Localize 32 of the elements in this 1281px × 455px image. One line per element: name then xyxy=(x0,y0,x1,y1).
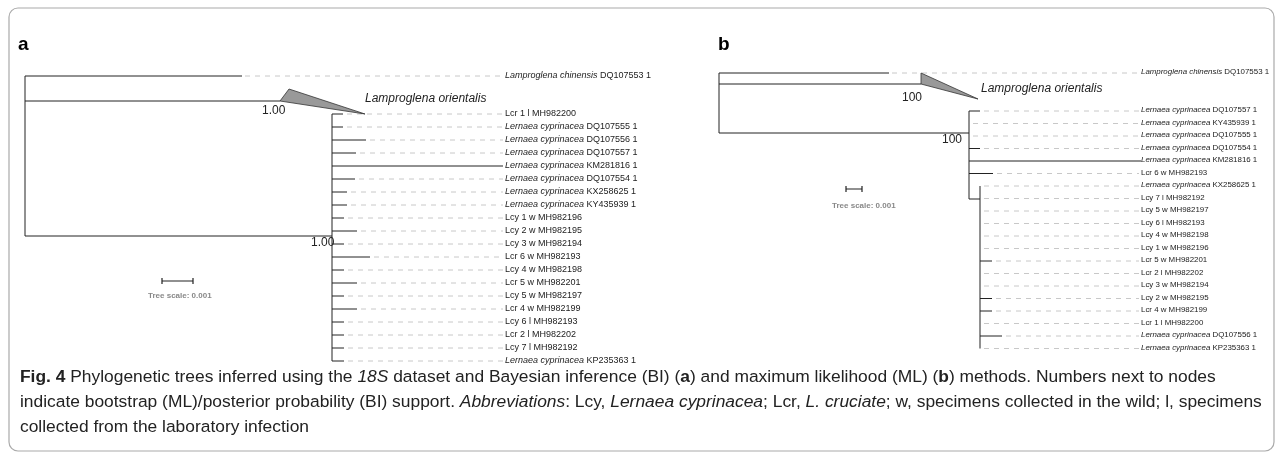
taxon-label: Lernaea cyprinacea DQ107556 1 xyxy=(505,135,638,144)
panel-label: a xyxy=(18,34,29,53)
taxon-label: Lcy 2 w MH982195 xyxy=(505,226,583,235)
figure-caption: Fig. 4 Phylogenetic trees inferred using the 18S dataset and Bayesian inference (BI) (a) and maximum likelihood (ML) (b) methods. Numbers next to nodes indicate bootstrap (ML)/posterior probability (BI) support. Abbreviations: Lcy, Lernaea cyprinacea; Lcr, L. cruciate; w, specimens collected in the wild; l, specimens collected from the laboratory infection xyxy=(20,365,1263,438)
taxon-label: Lcr 6 w MH982193 xyxy=(505,252,581,261)
clade-label: Lamproglena orientalis xyxy=(981,82,1103,94)
scale-label: Tree scale: 0.001 xyxy=(832,202,896,210)
taxon-label: Lernaea cyprinacea KY435939 1 xyxy=(505,200,637,209)
taxon-label: Lcr 2 l MH982202 xyxy=(505,330,577,339)
scale-label: Tree scale: 0.001 xyxy=(148,292,212,300)
taxon-label: Lernaea cyprinacea DQ107555 1 xyxy=(505,122,638,131)
support-value: 100 xyxy=(942,133,963,145)
taxon-label: Lernaea cyprinacea DQ107554 1 xyxy=(505,174,638,183)
taxon-label: Lcy 4 w MH982198 xyxy=(505,265,583,274)
taxon-label: Lernaea cyprinacea KP235363 1 xyxy=(505,356,637,365)
taxon-label: Lernaea cyprinacea DQ107557 1 xyxy=(505,148,638,157)
panel-label: b xyxy=(718,34,730,53)
taxon-label: Lernaea cyprinacea KM281816 1 xyxy=(505,161,638,170)
taxon-label: Lernaea cyprinacea KX258625 1 xyxy=(505,187,637,196)
clade-label: Lamproglena orientalis xyxy=(365,92,487,104)
taxon-label: Lcy 1 w MH982196 xyxy=(505,213,583,222)
taxon-label: Lcr 4 w MH982199 xyxy=(505,304,581,313)
taxon-label: Lcr 1 l MH982200 xyxy=(505,109,577,118)
support-value: 100 xyxy=(902,91,923,103)
taxon-label: Lcr 5 w MH982201 xyxy=(505,278,581,287)
support-value: 1.00 xyxy=(311,236,335,248)
taxon-label: Lcy 3 w MH982194 xyxy=(505,239,583,248)
taxon-label: Lcy 7 l MH982192 xyxy=(505,343,578,352)
taxon-label: Lcy 6 l MH982193 xyxy=(505,317,578,326)
taxon-label: Lamproglena chinensis DQ107553 1 xyxy=(505,71,652,80)
taxon-label: Lcy 5 w MH982197 xyxy=(505,291,583,300)
support-value: 1.00 xyxy=(262,104,286,116)
